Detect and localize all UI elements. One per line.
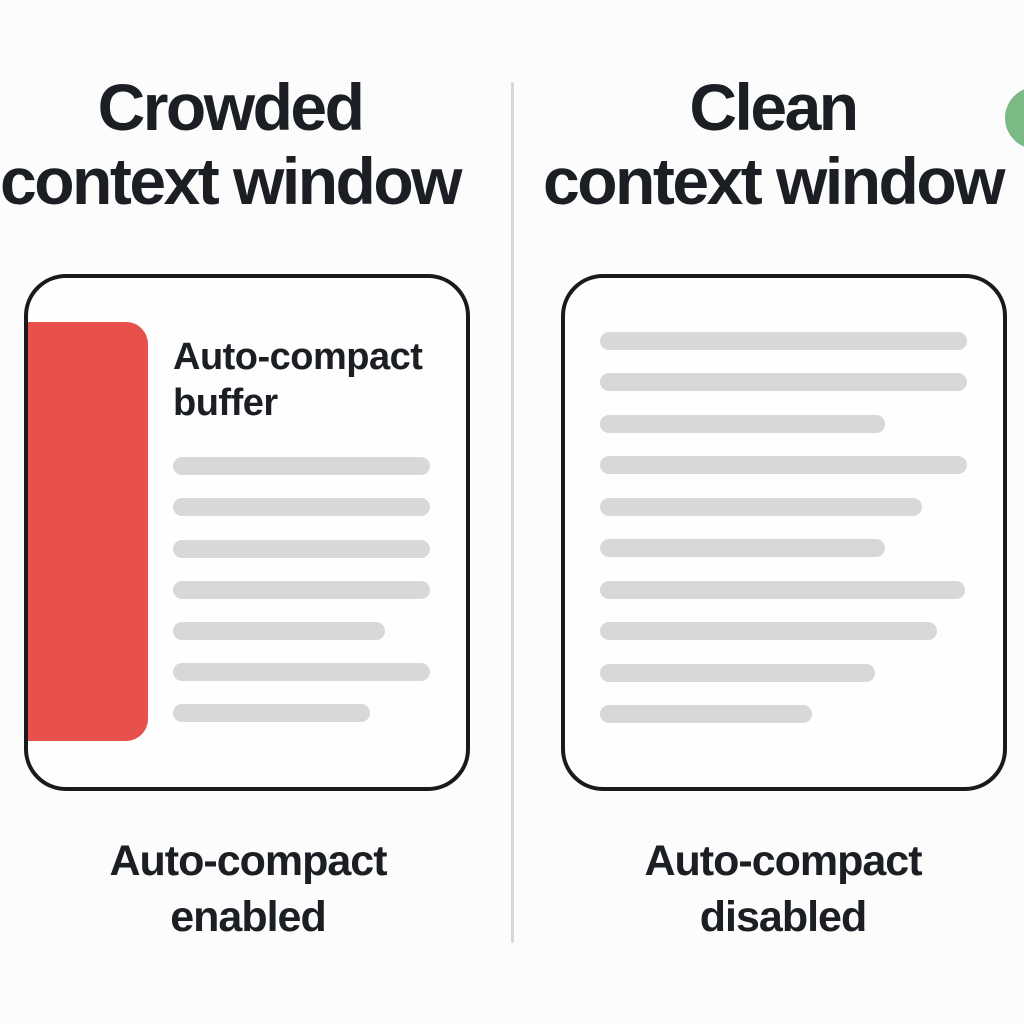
right-caption-line1: Auto-compact bbox=[644, 837, 922, 885]
text-line-bar bbox=[600, 498, 922, 516]
right-caption-line2: disabled bbox=[699, 893, 867, 941]
right-panel-title-line1: Clean bbox=[689, 70, 859, 144]
text-line-bar bbox=[173, 581, 430, 599]
text-line-bar bbox=[600, 539, 885, 557]
left-panel-caption: Auto-compact enabled bbox=[28, 833, 468, 945]
text-line-bar bbox=[173, 457, 430, 475]
text-line-bar bbox=[600, 415, 885, 433]
buffer-label-line2: buffer bbox=[173, 382, 278, 424]
right-panel-title: Clean context window bbox=[543, 70, 1006, 218]
green-circle-icon bbox=[1005, 87, 1024, 149]
buffer-label-line1: Auto-compact bbox=[173, 336, 423, 378]
right-panel-caption: Auto-compact disabled bbox=[563, 833, 1003, 945]
auto-compact-buffer-label: Auto-compact buffer bbox=[173, 334, 423, 426]
clean-context-window-box bbox=[561, 274, 1007, 791]
text-line-bar bbox=[600, 581, 965, 599]
text-line-bar bbox=[173, 498, 430, 516]
left-panel-title-line2: context window bbox=[0, 144, 463, 218]
text-line-bar bbox=[173, 663, 430, 681]
text-line-bar bbox=[600, 705, 812, 723]
left-panel-title-line1: Crowded bbox=[97, 70, 365, 144]
text-line-bar bbox=[173, 622, 385, 640]
crowded-context-window-box: Auto-compact buffer bbox=[24, 274, 470, 791]
text-line-bar bbox=[600, 456, 967, 474]
left-caption-line1: Auto-compact bbox=[109, 837, 387, 885]
left-caption-line2: enabled bbox=[170, 893, 327, 941]
text-line-bar bbox=[600, 332, 967, 350]
text-line-bar bbox=[600, 664, 875, 682]
text-line-bar bbox=[600, 622, 937, 640]
auto-compact-buffer-block bbox=[28, 322, 148, 741]
column-divider bbox=[511, 82, 514, 943]
text-line-bar bbox=[600, 373, 967, 391]
text-line-bar bbox=[173, 704, 370, 722]
left-panel-title: Crowded context window bbox=[0, 70, 463, 218]
text-line-bar bbox=[173, 540, 430, 558]
right-panel-title-line2: context window bbox=[543, 144, 1006, 218]
